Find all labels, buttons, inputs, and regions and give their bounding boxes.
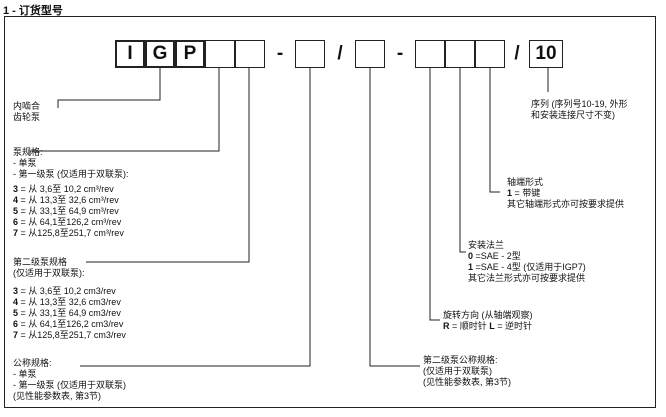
code-box-6: [295, 40, 325, 68]
size-row: 3 = 从 3,6至 10,2 cm³/rev: [13, 184, 114, 194]
code-box-8: [415, 40, 445, 68]
code-separator-1: -: [276, 43, 284, 64]
size-row: 5 = 从 33,1至 64,9 cm³/rev: [13, 206, 119, 216]
code-box-10: [475, 40, 505, 68]
leader-shaft: [489, 68, 500, 193]
size-row: 6 = 从 64,1至126,2 cm³/rev: [13, 217, 122, 227]
label-rotation: 旋转方向 (从轴端观察) R = 顺时针 L = 逆时针: [443, 310, 533, 331]
size-row: 6 = 从 64,1至126,2 cm3/rev: [13, 319, 124, 329]
label-second-pump-spec: 第二级泵规格 (仅适用于双联泵): 3 = 从 3,6至 10,2 cm3/re…: [13, 257, 126, 340]
label-flange: 安装法兰 0 =SAE - 2型 1 =SAE - 4型 (仅适用于IGP7) …: [468, 240, 586, 283]
diagram-frame: [4, 16, 656, 408]
label-shaft: 轴端形式 1 = 带键 其它轴端形式亦可按要求提供: [507, 177, 625, 209]
code-separator-2: /: [337, 43, 343, 64]
leader-rotation: [429, 68, 440, 321]
size-row: 7 = 从125,8至251,7 cm³/rev: [13, 228, 124, 238]
code-box-5: [235, 40, 265, 68]
leader-flange: [459, 68, 466, 253]
code-separator-3: -: [396, 43, 404, 64]
code-box-3: P: [175, 40, 205, 68]
code-box-11: 10: [529, 40, 563, 68]
leader-nominal-spec: [80, 68, 311, 367]
label-second-nominal-spec: 第二级泵公称规格: (仅适用于双联泵) (见性能参数表, 第3节): [423, 355, 512, 387]
label-internal-gear: 内啮合 齿轮泵: [13, 101, 41, 122]
leader-second-pump-spec: [86, 68, 250, 263]
code-box-2: G: [145, 40, 175, 68]
section-heading: 1 - 订货型号: [3, 5, 63, 17]
label-pump-spec: 泵规格: - 单泵 - 第一级泵 (仅适用于双联泵): 3 = 从 3,6至 1…: [13, 147, 129, 238]
size-row: 7 = 从125,8至251,7 cm3/rev: [13, 330, 126, 340]
code-separator-4: /: [514, 43, 520, 64]
code-box-1: I: [115, 40, 145, 68]
leader-second-nominal-spec: [369, 68, 420, 367]
leader-internal-gear: [57, 68, 161, 108]
size-row: 3 = 从 3,6至 10,2 cm3/rev: [13, 286, 116, 296]
code-box-9: [445, 40, 475, 68]
size-row: 5 = 从 33,1至 64,9 cm3/rev: [13, 308, 121, 318]
size-row: 4 = 从 13,3至 32,6 cm³/rev: [13, 195, 119, 205]
size-row: 4 = 从 13,3至 32,6 cm3/rev: [13, 297, 121, 307]
label-nominal-spec: 公称规格: - 单泵 - 第一级泵 (仅适用于双联泵) (见性能参数表, 第3节…: [13, 358, 126, 401]
label-series: 序列 (序列号10-19, 外形 和安装连接尺寸不变): [531, 99, 628, 120]
code-box-7: [355, 40, 385, 68]
code-box-4: [205, 40, 235, 68]
leader-pump-spec: [29, 68, 220, 156]
